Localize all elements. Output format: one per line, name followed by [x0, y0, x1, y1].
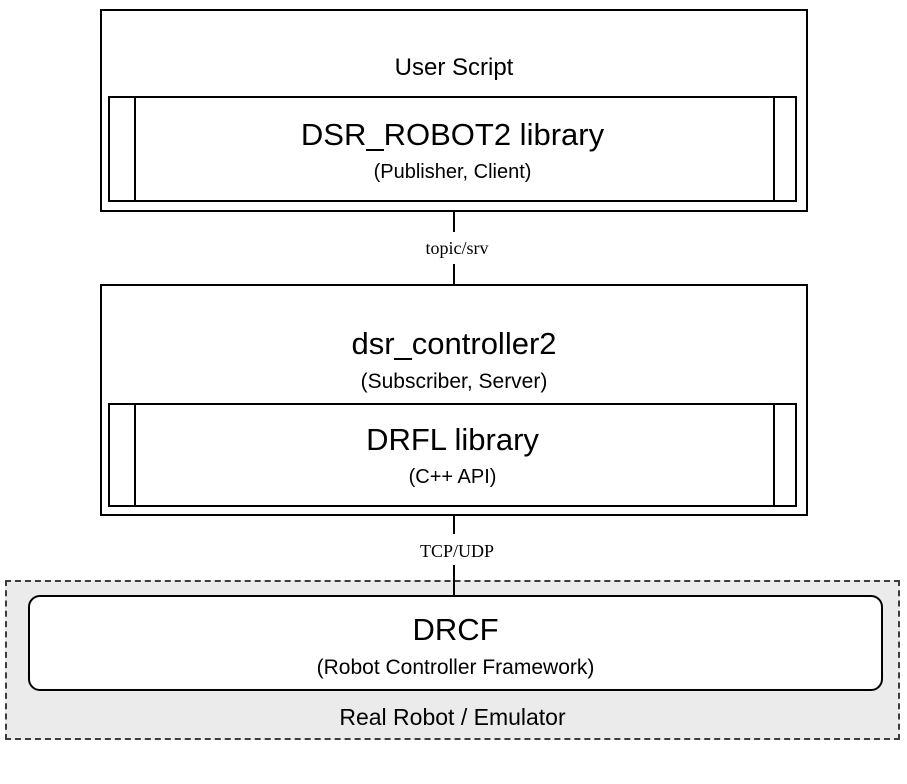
- drcf-box: DRCF (Robot Controller Framework): [28, 595, 883, 691]
- connector-topic-srv-line-lower: [453, 264, 455, 284]
- component-left-bar: [134, 98, 136, 200]
- drcf-title: DRCF: [412, 612, 499, 647]
- dsr-controller2-box: dsr_controller2 (Subscriber, Server) DRF…: [100, 284, 808, 516]
- component-left-bar: [134, 405, 136, 505]
- drfl-library-subtitle: (C++ API): [408, 466, 497, 488]
- connector-tcp-udp-line-lower: [453, 565, 455, 595]
- component-right-bar: [773, 98, 775, 200]
- connector-tcp-udp-line-upper: [453, 516, 455, 534]
- real-robot-emulator-caption: Real Robot / Emulator: [339, 704, 566, 730]
- user-script-title: User Script: [394, 54, 514, 81]
- dsr-robot2-library-box: DSR_ROBOT2 library (Publisher, Client): [108, 96, 797, 202]
- dsr-controller2-subtitle: (Subscriber, Server): [360, 370, 548, 393]
- connector-topic-srv-label: topic/srv: [425, 238, 489, 258]
- dsr-controller2-title: dsr_controller2: [351, 326, 557, 361]
- drfl-library-title: DRFL library: [366, 422, 539, 457]
- drcf-subtitle: (Robot Controller Framework): [316, 656, 595, 679]
- component-right-bar: [773, 405, 775, 505]
- drfl-library-box: DRFL library (C++ API): [108, 403, 797, 507]
- user-script-box: User Script DSR_ROBOT2 library (Publishe…: [100, 9, 808, 212]
- connector-topic-srv-line-upper: [453, 212, 455, 232]
- real-robot-emulator-region: DRCF (Robot Controller Framework) Real R…: [5, 580, 900, 740]
- dsr-robot2-library-title: DSR_ROBOT2 library: [300, 117, 605, 152]
- connector-tcp-udp-label: TCP/UDP: [419, 541, 495, 561]
- dsr-robot2-library-subtitle: (Publisher, Client): [373, 161, 532, 183]
